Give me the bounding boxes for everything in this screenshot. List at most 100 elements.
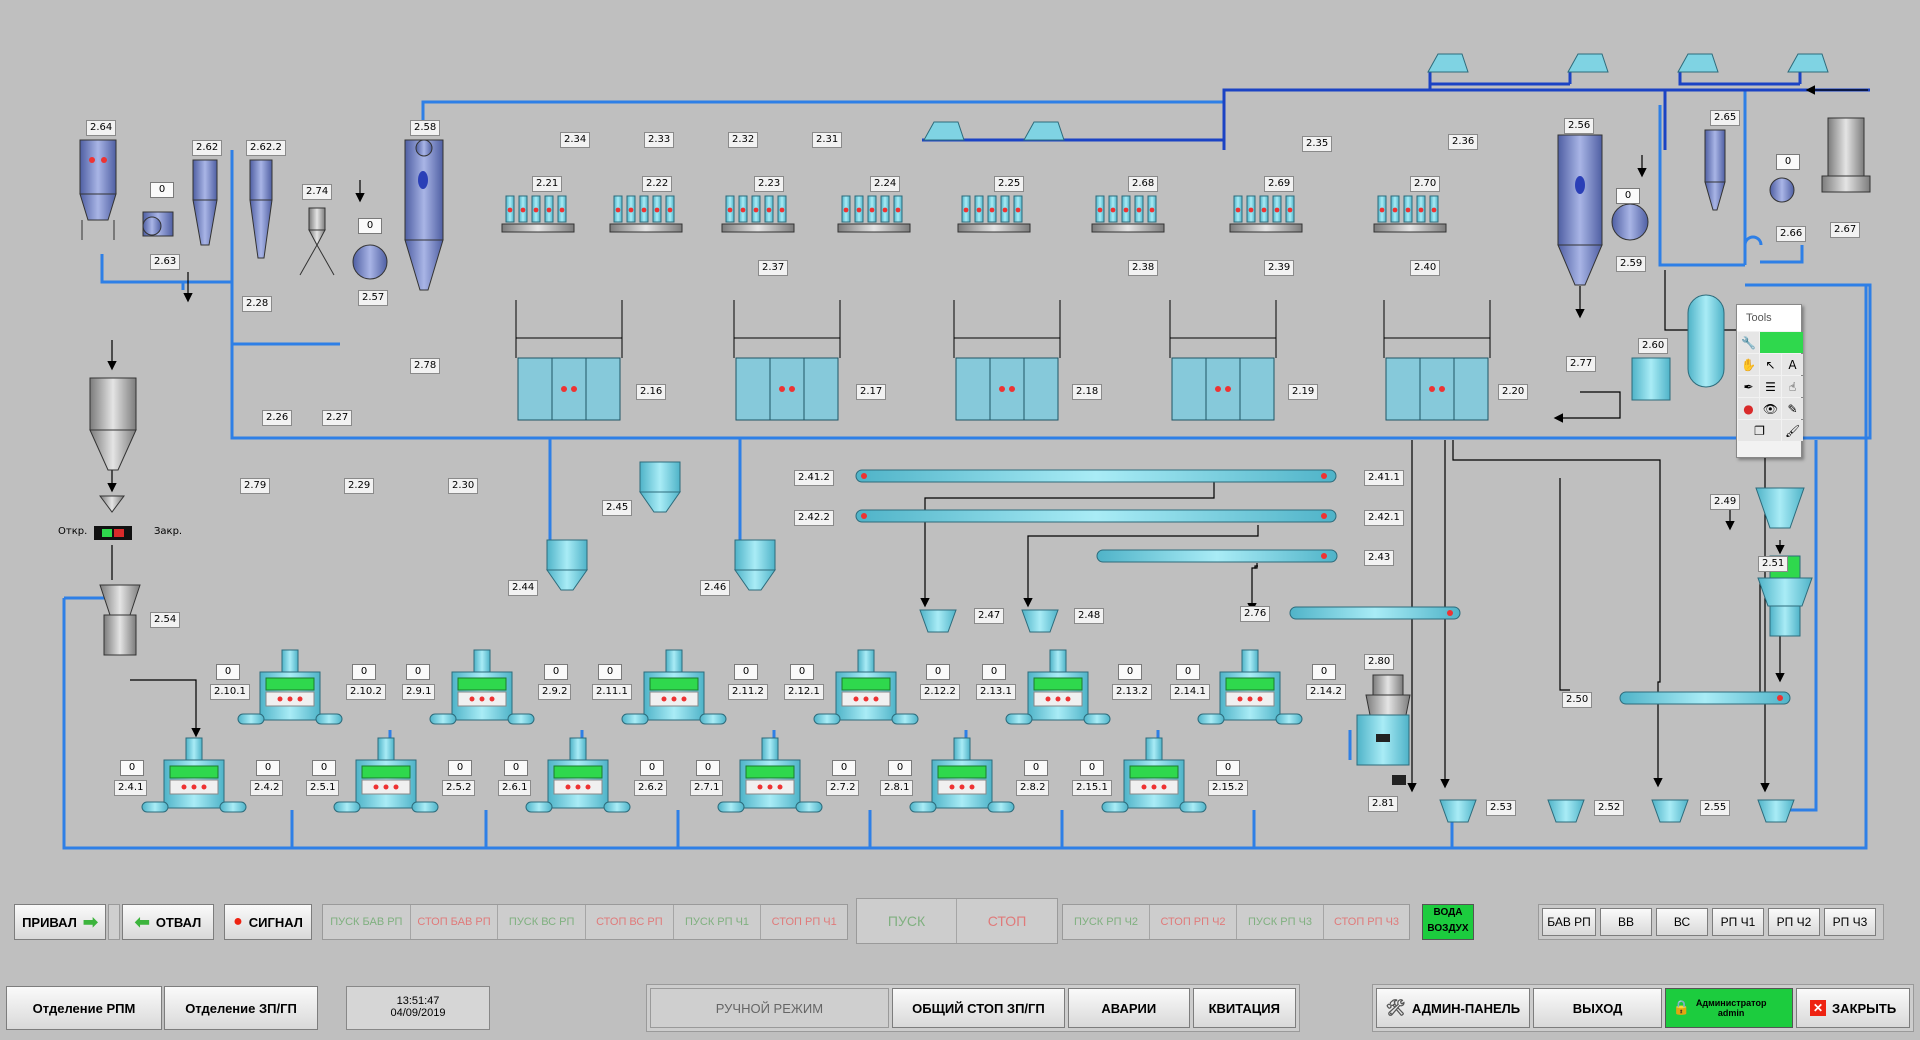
section-selector: БАВ РП ВВ ВС РП Ч1 РП Ч2 РП Ч3	[1538, 904, 1884, 940]
bin-unit	[953, 300, 1061, 421]
layers-tool-icon[interactable]: ❐	[1738, 420, 1781, 441]
privod-button[interactable]: ПРИВАЛ ➡	[14, 904, 106, 940]
label-2-35: 2.35	[1302, 136, 1333, 152]
press-unit	[717, 737, 823, 813]
user-badge[interactable]: 🔒 Администратор admin	[1665, 988, 1794, 1028]
label-2-5-2: 2.5.2	[442, 780, 476, 796]
start-rp-ch3-button[interactable]: ПУСК РП Ч3	[1237, 905, 1324, 939]
label-2-42-2: 2.42.2	[794, 510, 834, 526]
press-unit	[525, 737, 631, 813]
label-2-26: 2.26	[262, 410, 293, 426]
label-2-16: 2.16	[636, 384, 667, 400]
manual-mode-button[interactable]: РУЧНОЙ РЕЖИМ	[650, 988, 889, 1028]
start-vs-rp-button[interactable]: ПУСК ВС РП	[498, 905, 587, 939]
section-vv-button[interactable]: ВВ	[1600, 908, 1652, 936]
hand-tool-icon[interactable]: ✋	[1738, 354, 1759, 375]
close-label: ЗАКРЫТЬ	[1832, 1000, 1897, 1016]
sifter-group	[837, 195, 911, 233]
label-2-5-1: 2.5.1	[306, 780, 340, 796]
general-stop-button[interactable]: ОБЩИЙ СТОП ЗП/ГП	[891, 988, 1066, 1028]
close-button[interactable]: ✕ ЗАКРЫТЬ	[1796, 988, 1910, 1028]
dept-rpm-button[interactable]: Отделение РПМ	[6, 986, 162, 1030]
value-display: 0	[1024, 760, 1048, 776]
value-display: 0	[1616, 188, 1640, 204]
admin-panel-button[interactable]: 🛠 АДМИН-ПАНЕЛЬ	[1376, 988, 1530, 1028]
label-2-58: 2.58	[410, 120, 441, 136]
label-2-62: 2.62	[192, 140, 223, 156]
user-name: admin	[1717, 1008, 1745, 1018]
label-2-17: 2.17	[856, 384, 887, 400]
label-2-66: 2.66	[1776, 226, 1807, 242]
label-2-13-2: 2.13.2	[1112, 684, 1152, 700]
start-rp-ch2-button[interactable]: ПУСК РП Ч2	[1063, 905, 1150, 939]
section-rp-ch2-button[interactable]: РП Ч2	[1768, 908, 1820, 936]
status-bar-icon[interactable]	[1760, 332, 1803, 353]
record-tool-icon[interactable]: ●	[1738, 398, 1759, 419]
pin-tool-icon[interactable]: ✒	[1738, 376, 1759, 397]
alarms-button[interactable]: АВАРИИ	[1068, 988, 1190, 1028]
equipment-bins	[515, 300, 1491, 421]
label-2-70: 2.70	[1410, 176, 1441, 192]
arrow-right-icon: ➡	[82, 911, 98, 932]
dept-zpgp-button[interactable]: Отделение ЗП/ГП	[164, 986, 318, 1030]
start-stop-strip-right: ПУСК РП Ч2 СТОП РП Ч2 ПУСК РП Ч3 СТОП РП…	[1062, 904, 1410, 940]
signal-label: СИГНАЛ	[248, 914, 303, 930]
equipment-2-80	[1356, 674, 1411, 785]
stop-bav-rp-button[interactable]: СТОП БАВ РП	[411, 905, 499, 939]
equipment-sifters	[501, 195, 1447, 233]
start-rp-ch1-button[interactable]: ПУСК РП Ч1	[674, 905, 762, 939]
equipment-mixers	[546, 461, 776, 591]
value-display: 0	[790, 664, 814, 680]
equipment-right-cyclone	[1557, 117, 1871, 401]
section-vs-button[interactable]: ВС	[1656, 908, 1708, 936]
list-tool-icon[interactable]: ☰	[1760, 376, 1781, 397]
stop-rp-ch1-button[interactable]: СТОП РП Ч1	[771, 916, 837, 928]
value-display: 0	[448, 760, 472, 776]
clock-date: 04/09/2019	[390, 1007, 446, 1019]
start-all-button[interactable]: ПУСК	[857, 899, 957, 943]
exit-button[interactable]: ВЫХОД	[1532, 988, 1663, 1028]
start-bav-rp-button[interactable]: ПУСК БАВ РП	[323, 905, 411, 939]
sifter-group	[1373, 195, 1447, 233]
otval-button[interactable]: ⬅ ОТВАЛ	[122, 904, 214, 940]
tools-title: Tools	[1737, 305, 1801, 331]
otval-label: ОТВАЛ	[155, 914, 202, 930]
label-2-20: 2.20	[1498, 384, 1529, 400]
section-bav-rp-button[interactable]: БАВ РП	[1542, 908, 1596, 936]
equipment-presses	[141, 649, 1303, 813]
label-2-15-1: 2.15.1	[1072, 780, 1112, 796]
label-2-69: 2.69	[1264, 176, 1295, 192]
section-rp-ch1-button[interactable]: РП Ч1	[1712, 908, 1764, 936]
grab-tool-icon[interactable]: ☝	[1782, 376, 1803, 397]
value-display: 0	[982, 664, 1006, 680]
separator-handle[interactable]	[108, 904, 120, 940]
stop-rp-ch2-button[interactable]: СТОП РП Ч2	[1150, 905, 1237, 939]
signal-button[interactable]: ● СИГНАЛ	[224, 904, 312, 940]
water-air-indicator[interactable]: ВОДА ВОЗДУХ	[1422, 904, 1474, 940]
section-rp-ch3-button[interactable]: РП Ч3	[1824, 908, 1876, 936]
label-2-7-1: 2.7.1	[690, 780, 724, 796]
stop-rp-ch3-button[interactable]: СТОП РП Ч3	[1333, 916, 1400, 928]
value-display: 0	[352, 664, 376, 680]
stop-all-button[interactable]: СТОП	[987, 913, 1027, 929]
acknowledge-button[interactable]: КВИТАЦИЯ	[1192, 988, 1297, 1028]
pointer-tool-icon[interactable]: ↖	[1760, 354, 1781, 375]
label-2-37: 2.37	[758, 260, 789, 276]
label-2-59: 2.59	[1616, 256, 1647, 272]
stop-vs-rp-button[interactable]: СТОП ВС РП	[586, 905, 674, 939]
eye-tool-icon[interactable]: 👁	[1760, 398, 1781, 419]
label-2-30: 2.30	[448, 478, 479, 494]
text-tool-icon[interactable]: A	[1782, 354, 1803, 375]
label-2-23: 2.23	[754, 176, 785, 192]
label-2-49: 2.49	[1710, 494, 1741, 510]
valve-closed-label: Закр.	[154, 526, 183, 537]
start-stop-strip-left: ПУСК БАВ РП СТОП БАВ РП ПУСК ВС РП СТОП …	[322, 904, 848, 940]
bin-unit	[515, 300, 623, 421]
brush-tool-icon[interactable]: 🖌	[1782, 420, 1803, 441]
tools-palette[interactable]: Tools 🔧 ✋ ↖ A ✒ ☰ ☝ ● 👁 ✎ ❐ 🖌	[1736, 304, 1803, 458]
eyedropper-tool-icon[interactable]: ✎	[1782, 398, 1803, 419]
value-display: 0	[358, 218, 382, 234]
label-2-39: 2.39	[1264, 260, 1295, 276]
label-2-74: 2.74	[302, 184, 333, 200]
wrench-tool-icon[interactable]: 🔧	[1738, 332, 1759, 353]
